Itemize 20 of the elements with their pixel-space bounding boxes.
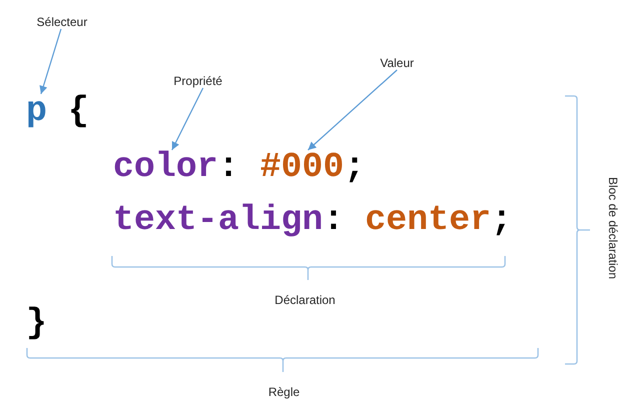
callout-label: Valeur: [380, 56, 414, 70]
semicolon: ;: [344, 150, 366, 185]
value-code: center: [365, 203, 492, 238]
leader-line: [308, 70, 398, 150]
property-code: text-align: [113, 203, 324, 238]
callout-label: Propriété: [174, 74, 222, 88]
leader-line: [171, 88, 204, 150]
property-code: color: [113, 150, 218, 185]
brace: {: [68, 94, 90, 129]
callout-label: Sélecteur: [36, 15, 88, 29]
bracket-label: Règle: [268, 385, 300, 399]
bracket-label: Bloc de déclaration: [606, 176, 620, 280]
leader-line: [40, 28, 62, 94]
value-code: #000: [260, 150, 344, 185]
colon: :: [323, 203, 344, 238]
bracket-label: Déclaration: [274, 293, 336, 307]
semicolon: ;: [491, 203, 512, 238]
brace: }: [26, 306, 48, 341]
colon: :: [218, 150, 240, 185]
selector-code: p: [26, 94, 48, 129]
